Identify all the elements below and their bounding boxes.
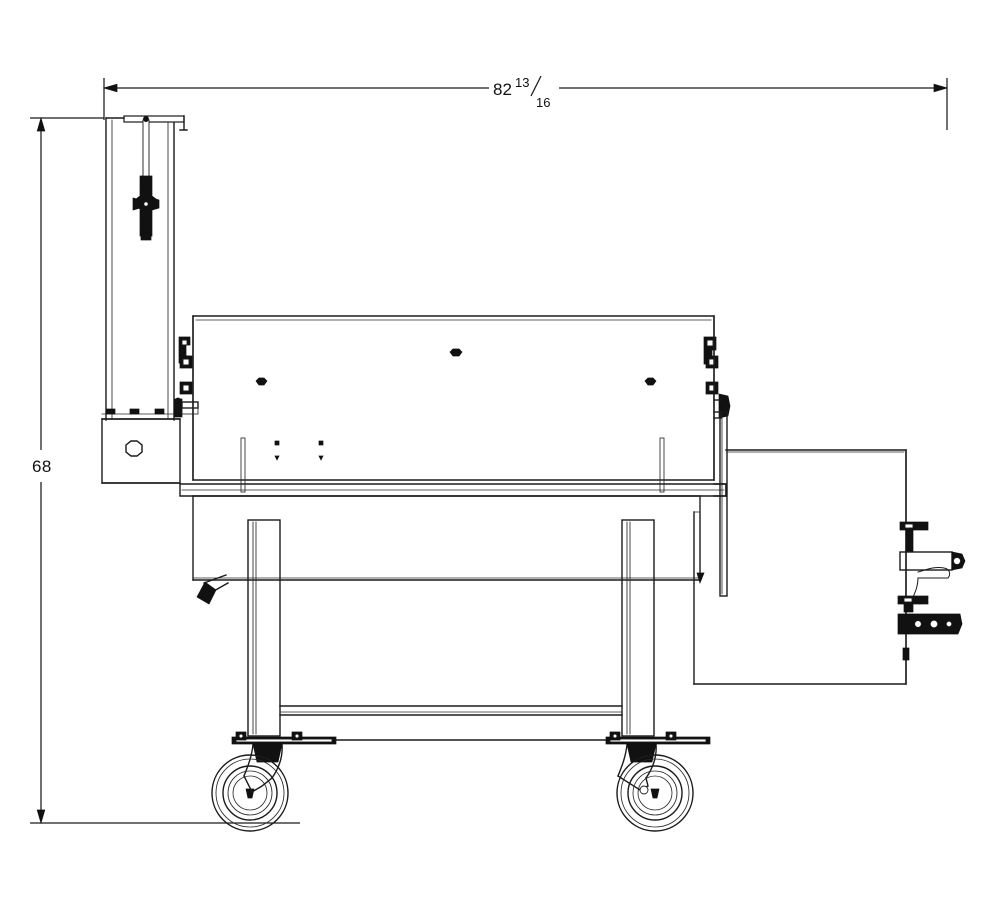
left-hinge-assembly xyxy=(173,315,199,481)
right-swivel-caster xyxy=(616,743,694,832)
left-side-firebox xyxy=(101,408,181,484)
left-latch-assembly xyxy=(173,397,199,418)
lower-shelf-rail xyxy=(279,705,623,716)
width-fraction-denominator: 16 xyxy=(536,95,550,110)
overall-height-dimension-text: 68 xyxy=(32,457,52,476)
firebox-top-bolts xyxy=(105,408,165,415)
left-swivel-caster xyxy=(211,743,289,832)
internal-divider-tabs xyxy=(240,437,665,493)
lid-vent-holes xyxy=(255,348,657,386)
firebox-access-hole xyxy=(125,440,143,457)
left-cart-leg xyxy=(247,519,281,737)
overall-width-dimension xyxy=(102,78,949,130)
right-cart-leg xyxy=(621,519,655,737)
chimney-stack xyxy=(105,115,188,421)
main-lid-body xyxy=(179,315,727,581)
height-whole-number: 68 xyxy=(32,457,52,476)
overall-width-dimension-text: 82 13 16 xyxy=(493,75,550,110)
right-hinge-assembly xyxy=(703,315,719,481)
width-whole-number: 82 xyxy=(493,80,512,99)
lid-lift-handle xyxy=(196,574,229,605)
right-side-burner-box xyxy=(693,449,907,685)
caster-mount-plate-left xyxy=(231,731,623,745)
caster-mount-plate-right xyxy=(605,731,711,745)
lid-fastener-holes xyxy=(274,440,324,461)
gas-burner-valve-assembly xyxy=(897,449,966,685)
width-fraction-numerator: 13 xyxy=(515,75,529,90)
overall-height-dimension xyxy=(30,116,300,825)
lid-lift-rod xyxy=(713,393,731,597)
